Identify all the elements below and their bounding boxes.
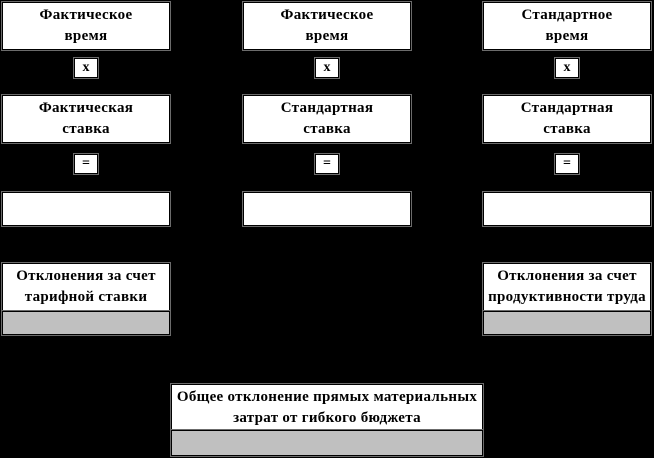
result-box-col3 [482, 191, 652, 227]
standard-rate-line2: ставка [303, 121, 351, 137]
total-variance-box: Общее отклонение прямых материальных зат… [170, 383, 484, 431]
equals-operator-box-col1: = [73, 153, 99, 175]
productivity-variance-box: Отклонения за счет продуктивности труда [482, 262, 652, 312]
multiply-operator-box-col3: х [554, 57, 580, 79]
productivity-variance-line2: продуктивности труда [488, 289, 646, 305]
actual-time-line1: Фактическое [39, 7, 133, 23]
equals-operator-box-col3: = [554, 153, 580, 175]
productivity-variance-line1: Отклонения за счет [497, 268, 637, 284]
actual-rate-line1: Фактическая [38, 100, 134, 116]
equals-operator-box-col2: = [314, 153, 340, 175]
standard-time-box-col3: Стандартное время [482, 1, 652, 51]
total-variance-line2: затрат от гибкого бюджета [233, 410, 421, 426]
standard-time-line1: Стандартное [521, 7, 613, 23]
standard-rate-line1: Стандартная [520, 100, 614, 116]
actual-time-box-col2: Фактическое время [242, 1, 412, 51]
standard-rate-line2: ставка [543, 121, 591, 137]
result-box-col2 [242, 191, 412, 227]
result-box-col1 [1, 191, 171, 227]
actual-time-line2: время [305, 28, 349, 44]
total-variance-line1: Общее отклонение прямых материальных [176, 389, 478, 405]
productivity-variance-value-box [482, 310, 652, 336]
standard-time-line2: время [545, 28, 589, 44]
rate-variance-line1: Отклонения за счет [16, 268, 156, 284]
rate-variance-line2: тарифной ставки [24, 289, 148, 305]
standard-rate-box-col2: Стандартная ставка [242, 94, 412, 144]
standard-rate-line1: Стандартная [280, 100, 374, 116]
standard-rate-box-col3: Стандартная ставка [482, 94, 652, 144]
actual-rate-box-col1: Фактическая ставка [1, 94, 171, 144]
total-variance-value-box [170, 429, 484, 457]
actual-time-box-col1: Фактическое время [1, 1, 171, 51]
rate-variance-box: Отклонения за счет тарифной ставки [1, 262, 171, 312]
actual-rate-line2: ставка [62, 121, 110, 137]
actual-time-line2: время [64, 28, 108, 44]
multiply-operator-box-col1: х [73, 57, 99, 79]
multiply-operator-box-col2: х [314, 57, 340, 79]
actual-time-line1: Фактическое [280, 7, 374, 23]
rate-variance-value-box [1, 310, 171, 336]
